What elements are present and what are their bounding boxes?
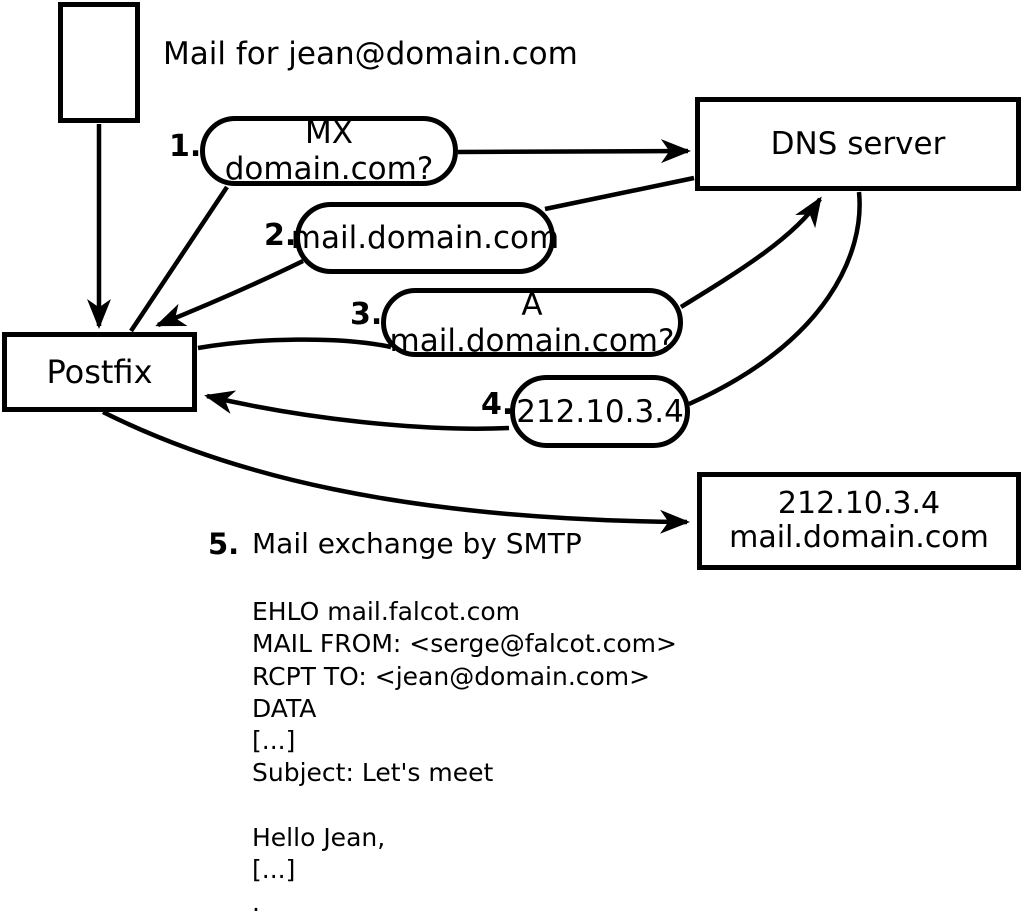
mx-answer-label: mail.domain.com [290, 220, 560, 256]
mx-query-pill: MX domain.com? [200, 115, 458, 187]
dns-server-label: DNS server [770, 126, 946, 162]
smtp-line: . [252, 887, 260, 917]
smtp-line: [...] [252, 726, 296, 756]
a-query-label: A mail.domain.com? [389, 286, 675, 359]
step-5-number: 5. [208, 527, 240, 561]
mail-message-shape [58, 2, 140, 123]
line-postfix-to-mx-query [129, 185, 229, 333]
step-4-number: 4. [481, 387, 514, 422]
arrow-a-answer-to-postfix [204, 390, 510, 431]
smtp-line: RCPT TO: <jean@domain.com> [252, 661, 651, 691]
smtp-line: [...] [252, 855, 296, 885]
mail-for-label: Mail for jean@domain.com [163, 36, 578, 72]
postfix-label: Postfix [46, 353, 153, 391]
mailserver-host-label: mail.domain.com [729, 520, 989, 555]
arrow-mx-answer-to-postfix [155, 258, 304, 328]
line-dns-to-mx-answer [544, 175, 695, 212]
smtp-line: MAIL FROM: <serge@falcot.com> [252, 629, 677, 659]
a-query-pill: A mail.domain.com? [381, 286, 683, 359]
line-dns-to-a-answer [688, 191, 862, 407]
step-1-number: 1. [169, 129, 202, 164]
mx-answer-pill: mail.domain.com [291, 202, 559, 274]
a-answer-label: 212.10.3.4 [516, 393, 684, 430]
line-postfix-to-a-query [197, 337, 392, 351]
a-answer-pill: 212.10.3.4 [510, 375, 690, 448]
arrow-mx-query-to-dns [457, 139, 691, 164]
smtp-session-transcript: EHLO mail.falcot.com MAIL FROM: <serge@f… [252, 596, 677, 919]
smtp-line: Subject: Let's meet [252, 758, 494, 788]
arrow-a-query-to-dns [679, 196, 822, 309]
step-3-number: 3. [350, 297, 383, 332]
mailserver-ip-label: 212.10.3.4 [777, 486, 941, 521]
mx-query-label: MX domain.com? [224, 115, 434, 187]
dns-server-node: DNS server [695, 97, 1021, 191]
step-2-number: 2. [264, 218, 297, 253]
smtp-exchange-label: Mail exchange by SMTP [252, 527, 582, 560]
smtp-line [252, 790, 677, 822]
smtp-line: EHLO mail.falcot.com [252, 597, 521, 626]
smtp-line: DATA [252, 693, 317, 723]
arrow-postfix-to-mailserver [101, 409, 690, 534]
smtp-line: Hello Jean, [252, 823, 386, 853]
postfix-node: Postfix [2, 332, 197, 412]
destination-mailserver-node: 212.10.3.4 mail.domain.com [697, 472, 1021, 570]
